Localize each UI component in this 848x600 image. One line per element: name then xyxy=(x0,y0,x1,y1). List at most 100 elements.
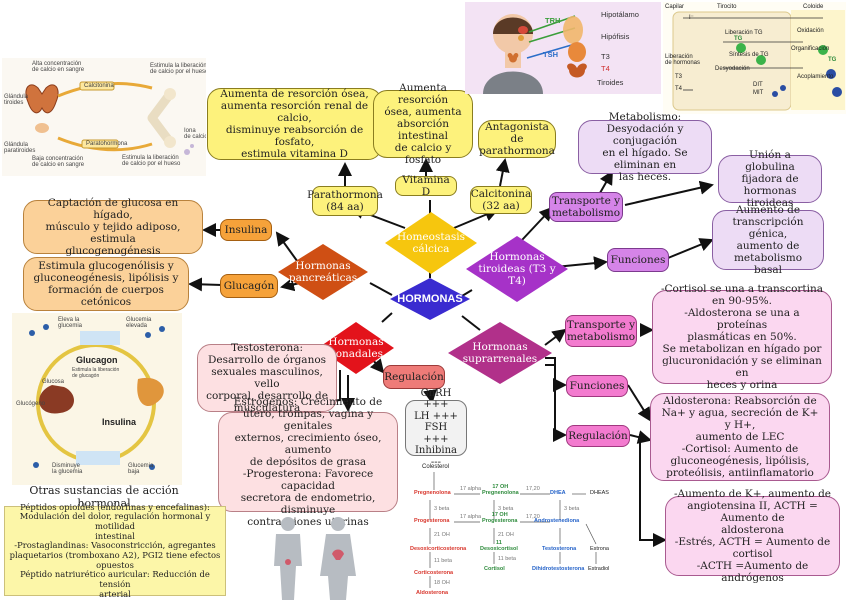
st-enz-17a-1: 17 alpha xyxy=(460,486,482,492)
calcium-label-libera-hueso: Estimula la liberación de calcio por el … xyxy=(150,63,206,75)
st-enz-21-2: 21 OH xyxy=(498,532,514,538)
tiroideas-transporte-node[interactable]: Transporte y metabolismo xyxy=(549,192,623,222)
suprarrenales-regulacion-node[interactable]: Regulación xyxy=(566,425,630,447)
ts-mit: MIT xyxy=(753,90,764,96)
vitamina-d-function: Aumenta resorción ósea, aumenta absorció… xyxy=(373,82,473,166)
calcium-label-alta: Alta concentración de calcio en sangre xyxy=(32,61,85,73)
st-enz-21-1: 21 OH xyxy=(434,532,450,538)
st-dheas: DHEAS xyxy=(590,490,609,496)
st-enz-17a-2: 17 alpha xyxy=(460,514,482,520)
st-cortisol: Cortisol xyxy=(484,566,505,572)
gonadales-regulacion-function: GnRH +++ LH +++ FSH +++ Inhibina --- xyxy=(405,388,467,468)
hypo-trh: TRH xyxy=(545,16,561,25)
suprarrenales-funciones-node[interactable]: Funciones xyxy=(566,375,628,397)
st-oh-preg: 17 OH Pregnenolona xyxy=(482,484,519,496)
glucagon-node[interactable]: Glucagón xyxy=(220,274,278,298)
glucagon-function: Estimula glucogenólisis y gluconeogénesi… xyxy=(23,257,189,311)
tiroideas-funciones-node[interactable]: Funciones xyxy=(607,248,669,272)
calcium-label-paratiroides: Glándula paratiroides xyxy=(4,142,36,154)
st-desoxicorticosterona: Desoxicorticosterona xyxy=(410,546,467,552)
insulina-function: Captación de glucosa en hígado, músculo … xyxy=(23,197,203,257)
calcitonina-node[interactable]: Calcitonina (32 aa) xyxy=(470,186,532,214)
parathormona-node[interactable]: Parathormona (84 aa) xyxy=(307,186,383,216)
ts-capilar: Capilar xyxy=(665,4,685,10)
st-androstenediona: Androstenediona xyxy=(534,518,580,524)
st-progesterona: Progesterona xyxy=(414,518,450,524)
tiroideas-hub[interactable]: Hormonas tiroideas (T3 y T4) xyxy=(466,236,568,302)
tiroideas-metabolismo-function: Metabolismo: Desyodación y conjugación e… xyxy=(578,111,712,183)
ts-liberacion-tg: Liberación TG xyxy=(725,30,763,36)
otras-title: Otras sustancias de acción hormonal xyxy=(29,484,179,510)
st-estrona: Estrona xyxy=(590,546,609,552)
suprarrenales-transporte-function: -Cortisol se una a transcortina en 90-95… xyxy=(652,283,832,391)
st-enz-3b-1: 3 beta xyxy=(434,506,450,512)
suprarrenales-regulacion-function: -Aumento de K+, aumento de angiotensina … xyxy=(665,488,840,584)
parathormona-function: Aumenta de resorción ósea, aumenta resor… xyxy=(207,88,382,160)
calcium-label-tiroides: Glándula tiroides xyxy=(4,94,29,106)
gc-glucemia-elevada: Glucemia elevada xyxy=(126,317,152,329)
st-dihidrotestosterona: Dihidrotestosterona xyxy=(532,566,585,572)
gonadales-regulacion-node[interactable]: Regulación xyxy=(383,365,445,389)
st-aldosterona: Aldosterona xyxy=(416,590,449,596)
hypo-tsh: TSH xyxy=(543,50,558,59)
tiroideas-hub-label: Hormonas tiroideas (T3 y T4) xyxy=(478,250,556,288)
hypo-tiroides: Tiroides xyxy=(597,78,624,87)
vitamina-d-node[interactable]: Vitamina D xyxy=(395,174,457,198)
st-dhea: DHEA xyxy=(550,490,566,496)
gc-eleva: Eleva la glucemia xyxy=(58,317,83,329)
center-node[interactable]: HORMONAS xyxy=(390,278,470,320)
calcitonina-function: Antagonista de parathormona xyxy=(478,120,556,158)
gc-glucagon: Glucagon xyxy=(76,355,118,365)
calcium-label-baja: Baja concentración de calcio en sangre xyxy=(32,156,85,168)
gonadales-hub[interactable]: Hormonas gonadales xyxy=(318,322,394,374)
calcium-regulation-figure: Alta concentración de calcio en sangre G… xyxy=(2,58,206,176)
gc-glucogeno: Glucógeno xyxy=(16,401,46,407)
st-testosterona: Testosterona xyxy=(542,546,577,552)
glucagon-cycle-figure: Glucagon Estimula la liberación de gluca… xyxy=(12,313,182,485)
ts-dit: DIT xyxy=(753,82,763,88)
hypo-hipotalamo: Hipotálamo xyxy=(601,10,639,19)
ts-t4: T4 xyxy=(675,86,683,92)
pancreaticas-hub[interactable]: Hormonas pancreáticas xyxy=(278,244,368,300)
suprarrenales-transporte-node[interactable]: Transporte y metabolismo xyxy=(565,315,637,347)
gc-glucosa: Glucosa xyxy=(42,379,65,385)
estrogenos-function: Estrógenos: Crecimiento de útero, trompa… xyxy=(218,396,398,528)
calcica-hub[interactable]: Homeostasis cálcica xyxy=(385,212,477,274)
ts-desyodacion: Desyodación xyxy=(715,66,750,72)
steroid-pathway-figure: Colesterol Pregnenolona 17 OH Pregnenolo… xyxy=(410,460,642,598)
ts-t3: T3 xyxy=(675,74,683,80)
otras-body: Péptidos opioides (endorfinas y encefali… xyxy=(4,502,226,598)
gc-disminuye: Disminuye la glucemia xyxy=(52,463,83,475)
calcium-label-libera-hueso-2: Estimula la liberación de calcio por el … xyxy=(122,155,181,167)
center-label: HORMONAS xyxy=(397,292,463,305)
calcica-hub-label: Homeostasis cálcica xyxy=(397,230,465,255)
calcium-label-paratohormona: Paratohormona xyxy=(86,141,128,147)
insulina-node[interactable]: Insulina xyxy=(220,219,272,241)
testosterona-function: Testosterona: Desarrollo de órganos sexu… xyxy=(197,342,337,414)
st-pregnenolona: Pregnenolona xyxy=(414,490,451,496)
hypo-hipofisis: Hipófisis xyxy=(601,32,630,41)
pancreaticas-hub-label: Hormonas pancreáticas xyxy=(288,259,358,284)
st-enz-11b-2: 11 beta xyxy=(498,556,516,562)
ts-sintesis-tg: Síntesis de TG xyxy=(729,52,769,58)
ts-tg-1: TG xyxy=(734,36,743,42)
st-enz-3b-2: 3 beta xyxy=(498,506,514,512)
suprarrenales-hub[interactable]: Hormonas suprarrenales xyxy=(448,322,552,384)
thyroid-synthesis-figure: Capilar Tirocito Coloide Liberación TG S… xyxy=(663,2,846,114)
st-oh-prog: 17 OH Progesterona xyxy=(482,512,518,524)
calcium-label-calcitonina: Calcitonina xyxy=(84,83,114,89)
tiroideas-funciones-function: Aumento de transcripción génica, aumento… xyxy=(712,204,824,276)
ts-liberacion-hormonas: Liberación de hormonas xyxy=(665,54,701,66)
gonadales-hub-label: Hormonas gonadales xyxy=(328,335,384,360)
tiroideas-union-function: Unión a globulina fijadora de hormonas t… xyxy=(718,149,822,209)
ts-tirocito: Tirocito xyxy=(717,4,737,10)
st-desoxicortisol: 11 Desoxicortisol xyxy=(480,540,518,552)
gc-glucagon-sub: Estimula la liberación de glucagón xyxy=(72,367,120,379)
st-enz-18: 18 OH xyxy=(434,580,450,586)
ts-coloide: Coloide xyxy=(803,4,824,10)
ts-tg-2: TG xyxy=(828,57,837,63)
st-colesterol: Colesterol xyxy=(422,464,450,470)
st-estradiol: Estradiol xyxy=(588,566,610,572)
hypothalamus-figure: TRH TSH Hipotálamo Hipófisis T3 T4 Tiroi… xyxy=(465,2,661,94)
st-enz-3b-3: 3 beta xyxy=(564,506,580,512)
